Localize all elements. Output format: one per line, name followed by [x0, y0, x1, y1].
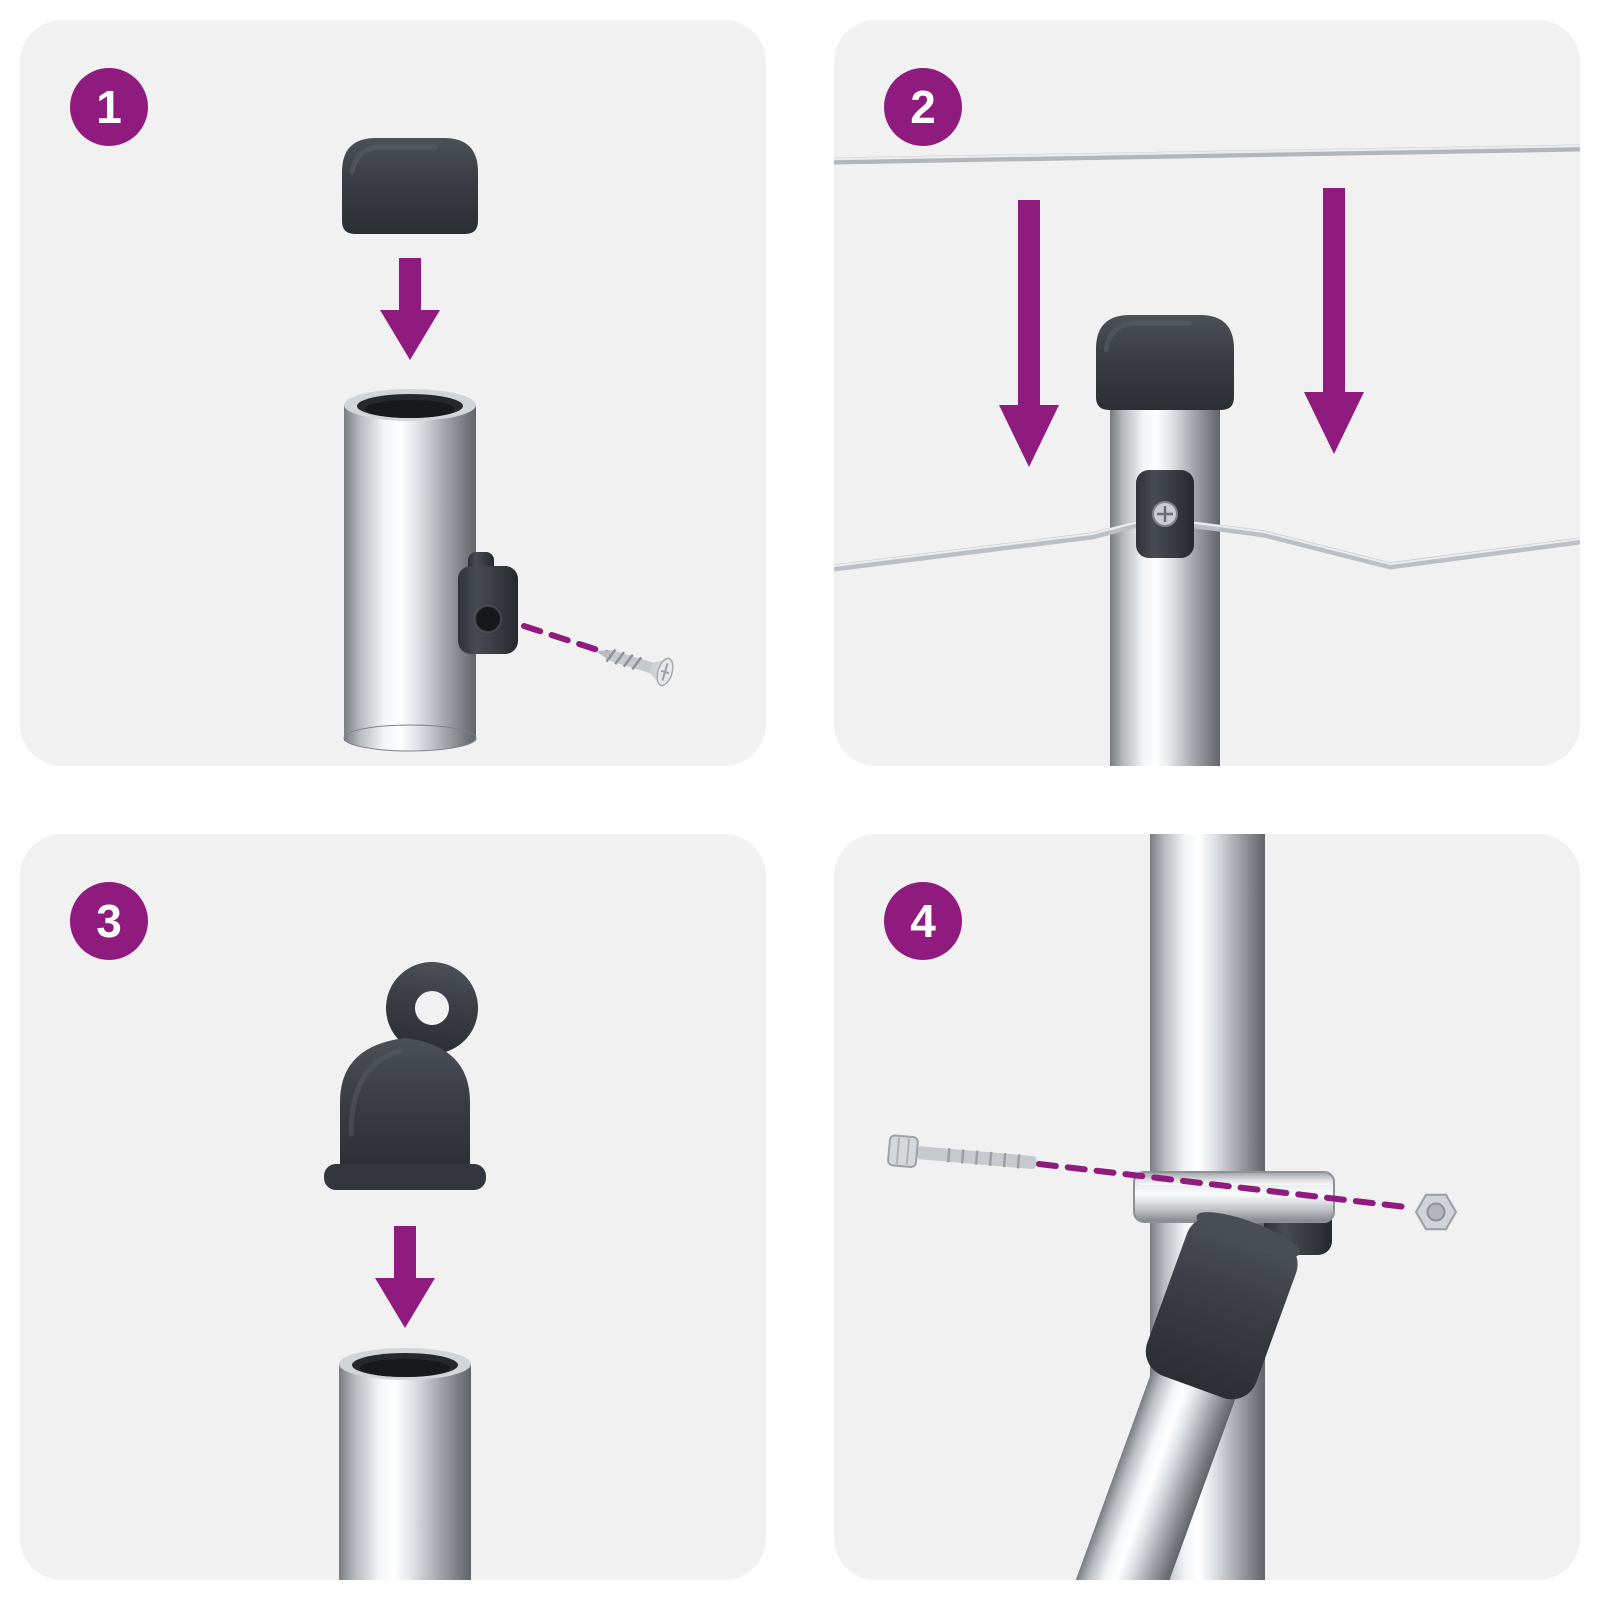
elbow-connector-icon — [1145, 1212, 1301, 1400]
step-1-illustration — [342, 138, 674, 752]
step-1-panel: 1 — [20, 20, 766, 766]
step-2-illustration — [834, 144, 1580, 766]
down-arrow-left-icon — [999, 200, 1059, 467]
down-arrow-right-icon — [1304, 188, 1364, 454]
capped-post-icon — [1096, 315, 1234, 766]
threaded-wire-icon — [834, 521, 1580, 572]
hex-bolt-icon — [887, 1134, 1037, 1170]
steel-post-icon — [343, 389, 477, 752]
step-3-number: 3 — [96, 895, 122, 947]
step-4-number: 4 — [910, 895, 936, 947]
step-4-panel: 4 — [834, 834, 1580, 1580]
post-cap-icon — [342, 138, 478, 234]
eyelet-cap-icon — [324, 962, 486, 1190]
diagonal-brace-icon — [1035, 1212, 1301, 1580]
top-tension-wire-icon — [834, 144, 1580, 165]
steel-post-icon — [339, 1348, 471, 1580]
step-2-number: 2 — [910, 81, 936, 133]
step-1-number: 1 — [96, 81, 122, 133]
hex-nut-icon — [1414, 1193, 1458, 1231]
step-3-badge: 3 — [70, 882, 148, 960]
alignment-guide-dashed-line — [1036, 1161, 1409, 1210]
down-arrow-icon — [375, 1226, 435, 1328]
step-2-badge: 2 — [884, 68, 962, 146]
down-arrow-icon — [380, 258, 440, 360]
wire-clip-icon — [1136, 470, 1194, 558]
step-3-illustration — [324, 962, 486, 1580]
step-3-panel: 3 — [20, 834, 766, 1580]
step-4-illustration — [887, 834, 1458, 1580]
screw-icon — [596, 648, 674, 687]
step-1-badge: 1 — [70, 68, 148, 146]
alignment-guide-dashed-line — [521, 623, 619, 659]
step-2-panel: 2 — [834, 20, 1580, 766]
step-4-badge: 4 — [884, 882, 962, 960]
wire-clip-icon — [458, 552, 518, 654]
